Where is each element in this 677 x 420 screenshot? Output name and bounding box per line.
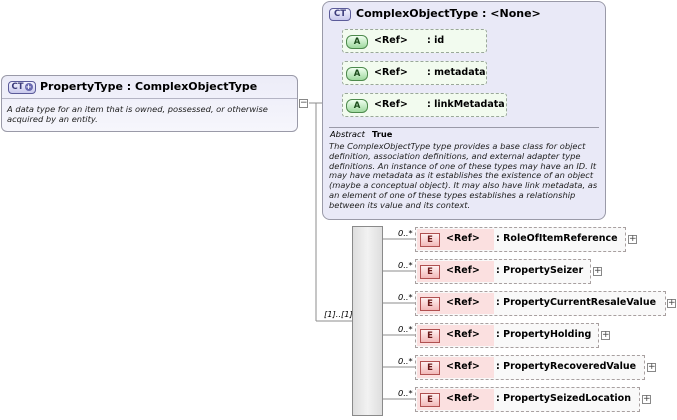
complex-type-badge: CT	[329, 8, 351, 21]
element-badge: E	[420, 361, 440, 375]
element-property-current-resale-value[interactable]: E <Ref> : PropertyCurrentResaleValue	[415, 291, 666, 316]
attribute-badge: A	[346, 67, 368, 81]
panel-divider	[329, 127, 599, 128]
element-badge: E	[420, 393, 440, 407]
element-ref: <Ref>	[446, 361, 480, 372]
attribute-id[interactable]: A <Ref> : id	[342, 29, 487, 53]
element-ref: <Ref>	[446, 297, 480, 308]
element-name: : PropertyCurrentResaleValue	[496, 297, 657, 308]
attribute-name: : linkMetadata	[427, 99, 505, 110]
expand-toggle[interactable]: +	[593, 266, 602, 276]
element-name: : PropertySeizer	[496, 265, 584, 276]
collapse-toggle[interactable]: −	[299, 98, 308, 108]
element-role-of-item-reference[interactable]: E <Ref> : RoleOfItemReference	[415, 227, 626, 252]
element-badge: E	[420, 297, 440, 311]
element-multiplicity: 0..*	[398, 324, 413, 334]
element-property-holding[interactable]: E <Ref> : PropertyHolding	[415, 323, 599, 348]
complex-object-type-title: ComplexObjectType : <None>	[356, 7, 541, 20]
element-ref: <Ref>	[446, 233, 480, 244]
complex-object-type-description: The ComplexObjectType type provides a ba…	[329, 141, 598, 210]
abstract-label: Abstract	[330, 129, 365, 139]
expand-toggle[interactable]: +	[601, 330, 610, 340]
element-name: : PropertySeizedLocation	[496, 393, 631, 404]
expand-toggle[interactable]: +	[667, 298, 676, 308]
attribute-name: : id	[427, 35, 445, 46]
element-property-seized-location[interactable]: E <Ref> : PropertySeizedLocation	[415, 387, 640, 412]
property-type-header: CT+ PropertyType : ComplexObjectType	[2, 76, 297, 99]
plus-icon: +	[24, 83, 33, 91]
complex-object-type-panel[interactable]: CT ComplexObjectType : <None> A <Ref> : …	[322, 1, 606, 220]
element-badge: E	[420, 265, 440, 279]
element-multiplicity: 0..*	[398, 388, 413, 398]
expand-toggle[interactable]: +	[647, 362, 656, 372]
attribute-metadata[interactable]: A <Ref> : metadata	[342, 61, 487, 85]
attribute-ref: <Ref>	[374, 35, 408, 46]
complex-type-badge: CT+	[8, 81, 36, 94]
element-multiplicity: 0..*	[398, 356, 413, 366]
attribute-badge: A	[346, 99, 368, 113]
element-name: : PropertyRecoveredValue	[496, 361, 637, 372]
element-ref: <Ref>	[446, 265, 480, 276]
complex-type-badge-label: CT	[11, 82, 24, 92]
element-property-recovered-value[interactable]: E <Ref> : PropertyRecoveredValue	[415, 355, 645, 380]
element-multiplicity: 0..*	[398, 228, 413, 238]
element-multiplicity: 0..*	[398, 260, 413, 270]
sequence-multiplicity: [1]..[1]	[324, 309, 353, 319]
attribute-badge: A	[346, 35, 368, 49]
element-ref: <Ref>	[446, 329, 480, 340]
attribute-link-metadata[interactable]: A <Ref> : linkMetadata	[342, 93, 507, 117]
element-multiplicity: 0..*	[398, 292, 413, 302]
attribute-name: : metadata	[427, 67, 486, 78]
property-type-box[interactable]: CT+ PropertyType : ComplexObjectType A d…	[1, 75, 298, 132]
element-ref: <Ref>	[446, 393, 480, 404]
element-name: : PropertyHolding	[496, 329, 592, 340]
attribute-ref: <Ref>	[374, 67, 408, 78]
expand-toggle[interactable]: +	[642, 394, 651, 404]
sequence-compositor[interactable]	[352, 226, 383, 416]
property-type-title: PropertyType : ComplexObjectType	[40, 80, 258, 93]
expand-toggle[interactable]: +	[628, 234, 637, 244]
element-name: : RoleOfItemReference	[496, 233, 618, 244]
abstract-value: True	[372, 129, 393, 139]
element-badge: E	[420, 329, 440, 343]
property-type-description: A data type for an item that is owned, p…	[7, 104, 268, 124]
element-property-seizer[interactable]: E <Ref> : PropertySeizer	[415, 259, 591, 284]
element-badge: E	[420, 233, 440, 247]
attribute-ref: <Ref>	[374, 99, 408, 110]
